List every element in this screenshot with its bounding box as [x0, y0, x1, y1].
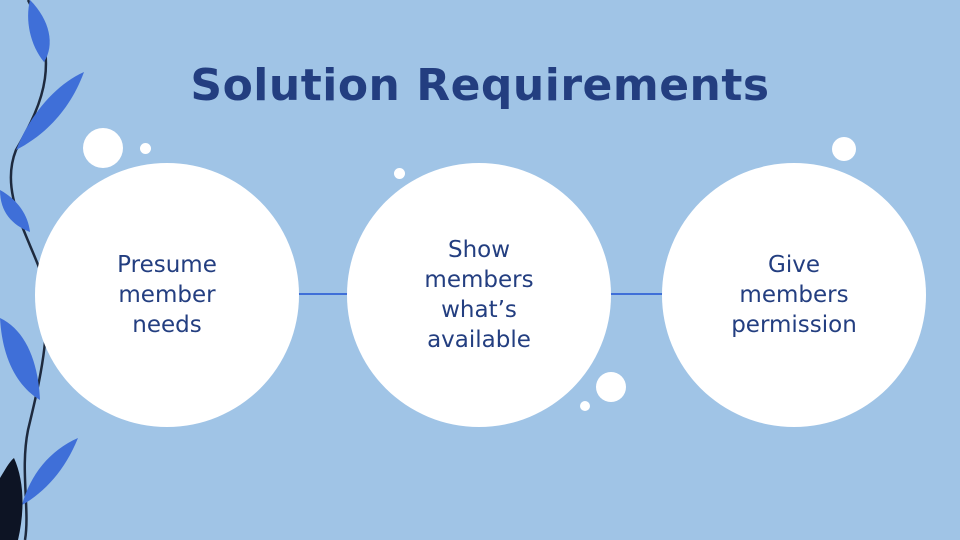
decorative-dot [394, 168, 405, 179]
step-label: Show members what’s available [424, 237, 534, 353]
step-circle: Give members permission [662, 163, 926, 427]
step-circle: Presume member needs [35, 163, 299, 427]
step-label: Give members permission [731, 252, 857, 338]
decorative-dot [596, 372, 626, 402]
connector-line [610, 293, 664, 295]
vine-leaves-icon [0, 0, 84, 540]
slide-title: Solution Requirements [190, 60, 770, 111]
decorative-dot [140, 143, 151, 154]
decorative-dot [83, 128, 123, 168]
step-circle: Show members what’s available [347, 163, 611, 427]
decorative-dot [580, 401, 590, 411]
step-label: Presume member needs [117, 252, 217, 338]
decorative-dot [832, 137, 856, 161]
connector-line [297, 293, 349, 295]
